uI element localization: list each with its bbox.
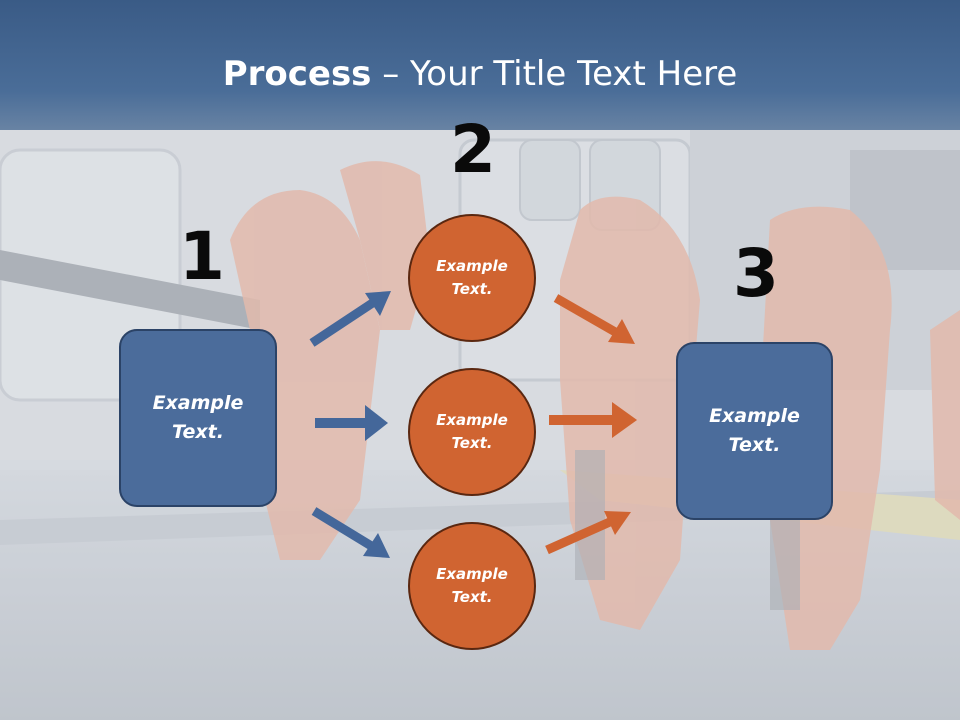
arrow-orange-straight: [549, 402, 637, 438]
arrow-orange-up: [545, 511, 631, 555]
process-circle-middle[interactable]: Example Text.: [408, 368, 536, 496]
circle-middle-text: Example Text.: [436, 411, 508, 452]
process-circle-top[interactable]: Example Text.: [408, 214, 536, 342]
title-bold: Process: [222, 54, 372, 94]
step-number-1: 1: [179, 218, 225, 295]
arrow-blue-up: [309, 291, 391, 347]
step-number-3: 3: [733, 235, 779, 312]
title-rest: – Your Title Text Here: [371, 54, 738, 94]
step-number-2: 2: [450, 111, 496, 188]
arrow-blue-straight: [315, 405, 388, 441]
title-bar: [0, 0, 960, 130]
process-circle-bottom[interactable]: Example Text.: [408, 522, 536, 650]
left-box-text: Example Text.: [152, 392, 244, 443]
right-box-text: Example Text.: [709, 405, 800, 456]
arrow-orange-down: [553, 294, 635, 344]
circle-bottom-text: Example Text.: [436, 565, 508, 606]
left-process-box[interactable]: Example Text.: [119, 329, 277, 507]
arrow-blue-down: [311, 507, 390, 558]
circle-top-text: Example Text.: [436, 257, 508, 298]
slide-title: Process – Your Title Text Here: [0, 52, 960, 96]
right-process-box[interactable]: Example Text.: [676, 342, 833, 520]
